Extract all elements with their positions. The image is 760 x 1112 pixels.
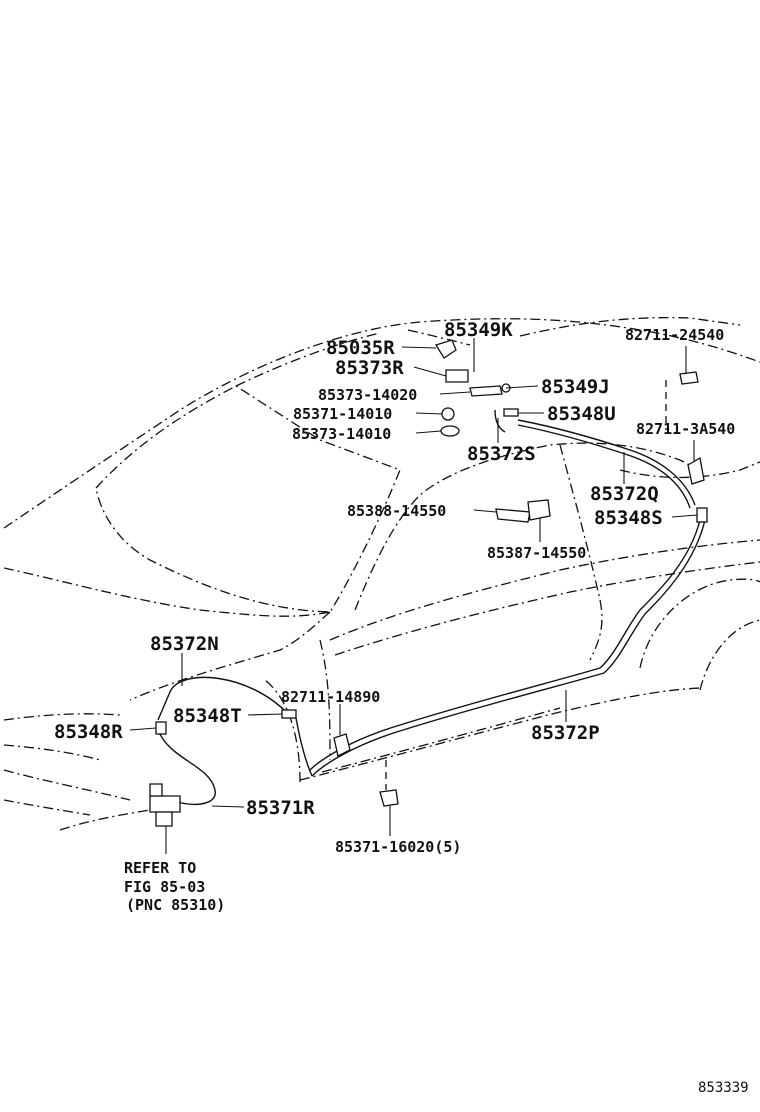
label-85348S: 85348S [594,507,663,529]
label-85371-16020: 85371-16020(5) [335,838,461,856]
reference-line-1: REFER TO [124,859,196,877]
part-labels: 85349K 85035R 85373R 85373-14020 85349J … [54,319,735,856]
label-82711-14890: 82711-14890 [281,688,380,706]
label-85349K: 85349K [444,319,513,341]
label-85349J: 85349J [541,376,610,398]
label-85372Q: 85372Q [590,483,659,505]
label-85373-14010: 85373-14010 [292,425,391,443]
parts [149,339,708,827]
label-85373-14020: 85373-14020 [318,386,417,404]
label-85371R: 85371R [246,797,315,819]
hose-segment-icon [445,369,469,383]
label-85372N: 85372N [150,633,219,655]
reference-line-2: FIG 85-03 [124,878,205,896]
label-85372S: 85372S [467,443,536,465]
reference-note: REFER TO FIG 85-03 (PNC 85310) [124,859,225,914]
label-82711-3A540: 82711-3A540 [636,420,735,438]
nozzle-icon [435,339,457,359]
label-85387-14550: 85387-14550 [487,544,586,562]
washer-hose-routing [157,409,706,805]
label-82711-24540: 82711-24540 [625,326,724,344]
label-85373R: 85373R [335,357,404,379]
label-85371-14010: 85371-14010 [293,405,392,423]
label-85348U: 85348U [547,403,616,425]
leader-lines [129,338,698,854]
label-85348T: 85348T [173,705,242,727]
reference-line-3: (PNC 85310) [126,896,225,914]
label-85372P: 85372P [531,722,600,744]
label-85348R: 85348R [54,721,123,743]
label-85388-14550: 85388-14550 [347,502,446,520]
car-body-outline [3,316,760,831]
diagram-id: 853339 [698,1080,749,1096]
label-85035R: 85035R [326,337,395,359]
